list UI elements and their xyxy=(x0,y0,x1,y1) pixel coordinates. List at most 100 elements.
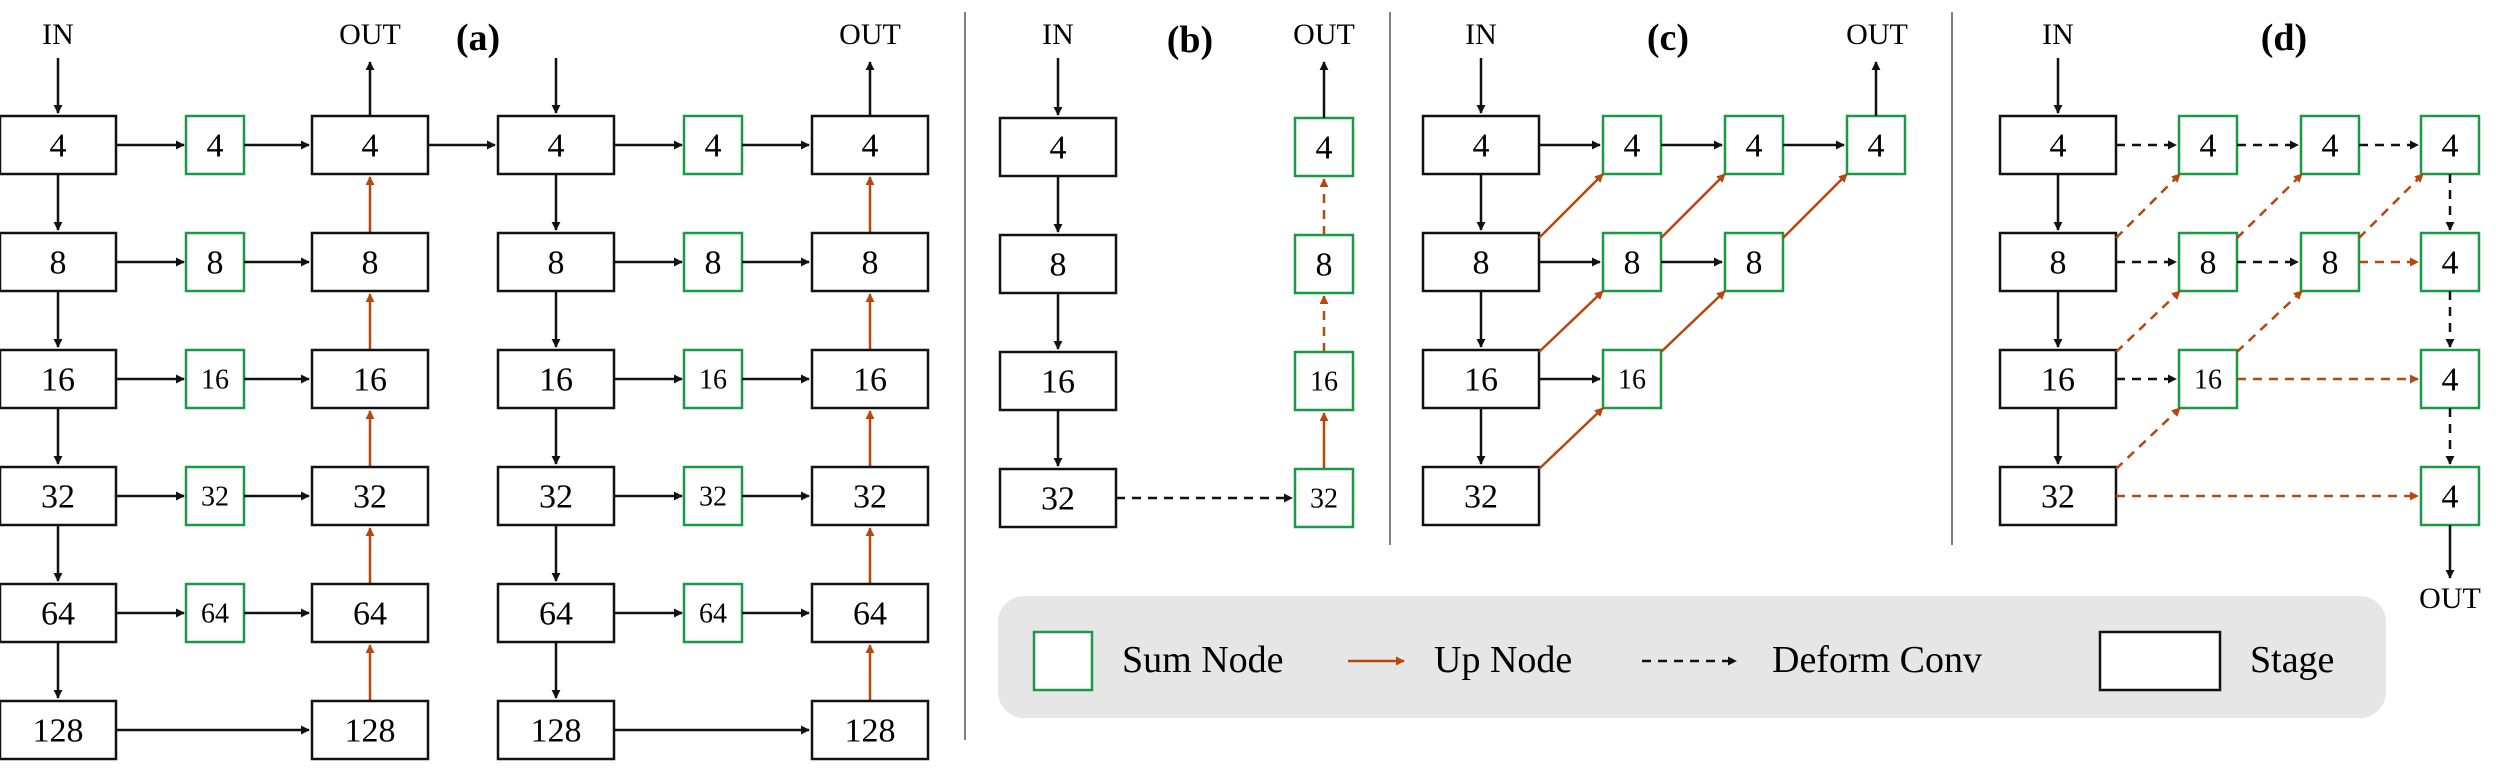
panel-c-up-arrow-71 xyxy=(1538,407,1604,470)
panel-c-sum-node-8-label: 8 xyxy=(1746,245,1763,282)
panel-c-sum-node-8 xyxy=(1723,231,1785,293)
panel-c-sum-node-4-label: 4 xyxy=(1746,128,1763,165)
panel-d-sum-node-8 xyxy=(2177,231,2239,293)
legend: Sum Node Up Node Deform Conv Stage xyxy=(998,596,2386,718)
panel-d-sum-node-16 xyxy=(2177,348,2239,410)
legend-sum-node-swatch xyxy=(1032,630,1094,692)
panel-c-sum-node-4 xyxy=(1601,114,1663,176)
panel-d-sum-node-4-label: 4 xyxy=(2442,245,2459,282)
panel-a-block2-decoder-stage-128-label: 128 xyxy=(845,713,896,750)
panel-a-block2-decoder-stage-16-label: 16 xyxy=(853,362,887,399)
panel-a-block2-encoder-stage-32-label: 32 xyxy=(539,479,573,516)
panel-b-sum-node-4 xyxy=(1293,116,1355,178)
panel-b-stage-8-label: 8 xyxy=(1050,247,1067,284)
panel-a-block2-decoder-stage-16 xyxy=(810,348,930,410)
panel-a-block1-encoder-stage-4 xyxy=(0,114,118,176)
panel-c-up-arrow-67 xyxy=(1660,173,1726,239)
panel-a-block2-sum-node-16-label: 16 xyxy=(699,365,727,396)
panel-a-block1-decoder-stage-128-label: 128 xyxy=(345,713,396,750)
panel-a-block1-decoder-stage-32-label: 32 xyxy=(353,479,387,516)
panel-a-block1-sum-node-8 xyxy=(184,231,246,293)
panel-a-block2-decoder-stage-64 xyxy=(810,582,930,644)
panel-c-stage-4 xyxy=(1421,114,1541,176)
panel-a-block2-encoder-stage-64 xyxy=(496,582,616,644)
panel-a-block1-sum-node-64 xyxy=(184,582,246,644)
panel-a-block2-sum-node-32 xyxy=(682,465,744,527)
panel-b-stage-16 xyxy=(998,350,1118,412)
panel-d-in-label: IN xyxy=(2042,18,2074,51)
panel-c-stage-16 xyxy=(1421,348,1541,410)
panel-a-block1-sum-node-16-label: 16 xyxy=(201,365,229,396)
panel-c-sum-node-4 xyxy=(1723,114,1785,176)
panel-a-block2-encoder-stage-8-label: 8 xyxy=(548,245,565,282)
panel-a-block1-encoder-stage-16 xyxy=(0,348,118,410)
panel-d-sum-node-16-label: 16 xyxy=(2194,365,2222,396)
panel-c-sum-node-4 xyxy=(1845,114,1907,176)
panel-b-stage-32-label: 32 xyxy=(1041,481,1075,518)
panel-a-block1-decoder-stage-4-label: 4 xyxy=(362,128,379,165)
panel-a-block2-encoder-stage-16 xyxy=(496,348,616,410)
panel-a-block1-decoder-stage-8 xyxy=(310,231,430,293)
panel-d-stage-4 xyxy=(1998,114,2118,176)
panel-d-sum-node-8-label: 8 xyxy=(2322,245,2339,282)
panel-c-up-arrow-68 xyxy=(1782,173,1848,239)
panel-a-block2-decoder-stage-32 xyxy=(810,465,930,527)
panel-a-block1-sum-node-64-label: 64 xyxy=(201,599,229,630)
panel-c-stage-8-label: 8 xyxy=(1473,245,1490,282)
panel-c-up-arrow-70 xyxy=(1660,290,1726,353)
panel-c-sum-node-4-label: 4 xyxy=(1624,128,1641,165)
panel-c-sum-node-16 xyxy=(1601,348,1663,410)
panel-d-sum-node-4 xyxy=(2299,114,2361,176)
panel-d-up-arrow-86 xyxy=(2115,173,2181,239)
panel-d-stage-16-label: 16 xyxy=(2041,362,2075,399)
panel-d-up-arrow-87 xyxy=(2236,173,2303,239)
panel-a-block1-encoder-stage-16-label: 16 xyxy=(41,362,75,399)
panel-d-sum-node-4-label: 4 xyxy=(2442,128,2459,165)
panel-a-block1-sum-node-32 xyxy=(184,465,246,527)
panel-b-sum-node-16 xyxy=(1293,350,1355,412)
panel-a-block1-decoder-stage-4 xyxy=(310,114,430,176)
panel-a-block2-decoder-stage-64-label: 64 xyxy=(853,596,887,633)
panel-c-stage-4-label: 4 xyxy=(1473,128,1490,165)
panel-c-sum-node-8-label: 8 xyxy=(1624,245,1641,282)
panel-a-block2-encoder-stage-16-label: 16 xyxy=(539,362,573,399)
panel-c-sum-node-8 xyxy=(1601,231,1663,293)
panel-a-block1-decoder-stage-32 xyxy=(310,465,430,527)
panel-c-stage-16-label: 16 xyxy=(1464,362,1498,399)
panel-a-block2-decoder-stage-4-label: 4 xyxy=(862,128,879,165)
panel-c-sum-node-16-label: 16 xyxy=(1618,365,1646,396)
legend-stage-label: Stage xyxy=(2250,639,2334,681)
panel-a-block2-sum-node-64 xyxy=(682,582,744,644)
panel-a-block2-sum-node-8-label: 8 xyxy=(705,245,722,282)
panel-d-stage-32-label: 32 xyxy=(2041,479,2075,516)
legend-up-node-label: Up Node xyxy=(1434,639,1572,681)
panel-d-up-arrow-90 xyxy=(2236,290,2303,353)
panel-a-block1-decoder-stage-128 xyxy=(310,699,430,761)
panel-a-block2-sum-node-64-label: 64 xyxy=(699,599,727,630)
panel-a-block1-encoder-stage-128-label: 128 xyxy=(33,713,84,750)
panel-b-in-label: IN xyxy=(1042,18,1074,51)
panel-b-stage-4-label: 4 xyxy=(1050,130,1067,167)
panel-a-block1-decoder-stage-8-label: 8 xyxy=(362,245,379,282)
panel-a-block2-sum-node-32-label: 32 xyxy=(699,482,727,513)
panel-d-stage-8-label: 8 xyxy=(2050,245,2067,282)
panel-c-in-label: IN xyxy=(1465,18,1497,51)
panel-b-stage-32 xyxy=(998,467,1118,529)
panel-a-block2-encoder-stage-32 xyxy=(496,465,616,527)
legend-deform-conv-label: Deform Conv xyxy=(1772,639,1982,681)
panel-b-sum-node-32-label: 32 xyxy=(1310,484,1338,515)
panel-d-sum-node-4-label: 4 xyxy=(2322,128,2339,165)
panel-a-block1-encoder-stage-8-label: 8 xyxy=(50,245,67,282)
panel-b-stage-8 xyxy=(998,233,1118,295)
panel-a-block1-decoder-stage-64-label: 64 xyxy=(353,596,387,633)
panel-a-block1-decoder-stage-64 xyxy=(310,582,430,644)
panel-c-up-arrow-69 xyxy=(1538,290,1604,353)
legend-stage-swatch xyxy=(2098,630,2222,692)
panel-d-up-arrow-91 xyxy=(2115,407,2181,470)
panel-b-sum-node-8-label: 8 xyxy=(1316,247,1333,284)
panel-a-block2-decoder-stage-128 xyxy=(810,699,930,761)
panel-d-tag: (d) xyxy=(2261,17,2307,59)
panel-b-stage-16-label: 16 xyxy=(1041,364,1075,401)
panel-b-sum-node-32 xyxy=(1293,467,1355,529)
